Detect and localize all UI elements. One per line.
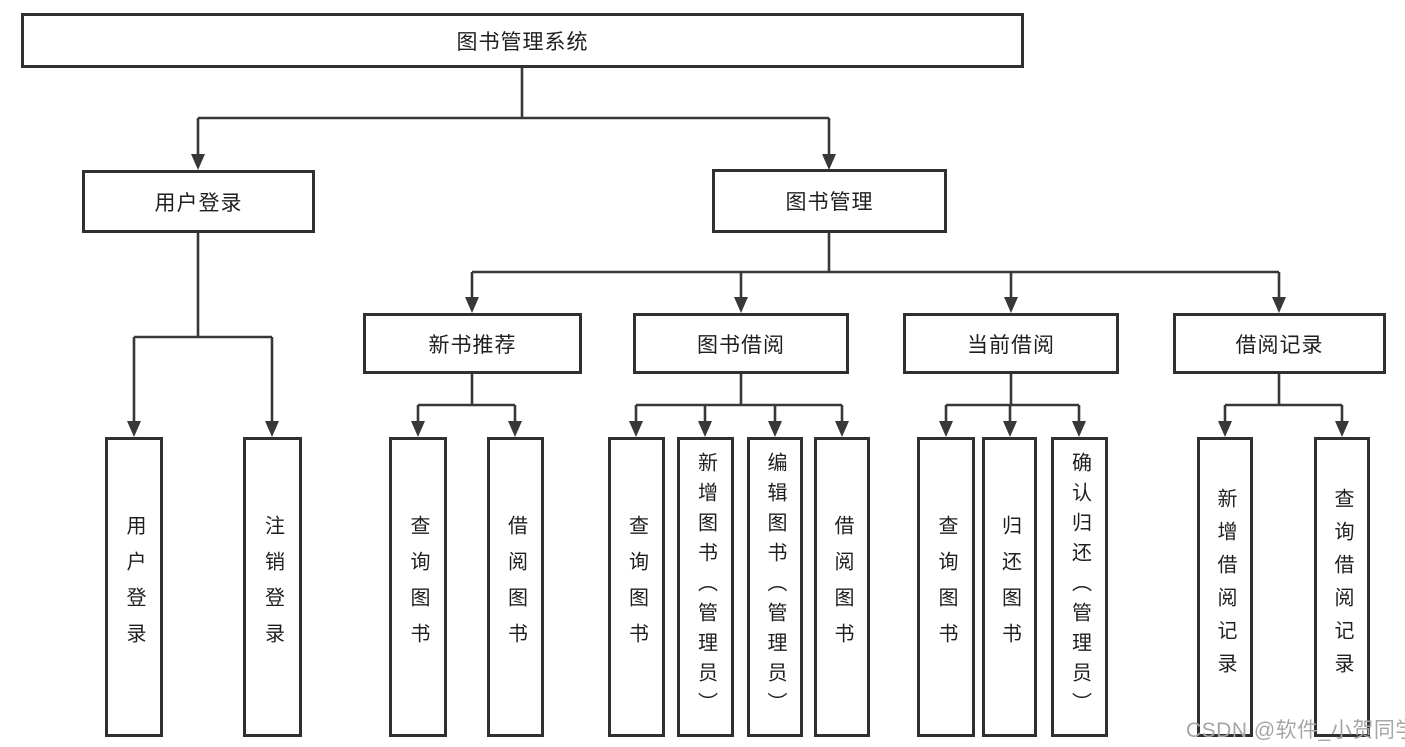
leaf-label: 新增借阅记录: [1214, 488, 1236, 686]
leaf-label: 注销登录: [261, 515, 284, 659]
leaf-search-borrow-record: 查询借阅记录: [1314, 437, 1370, 737]
leaf-confirm-return-admin: 确认归还（管理员）: [1051, 437, 1108, 737]
leaf-return-books: 归还图书: [982, 437, 1037, 737]
leaf-label: 新增图书（管理员）: [694, 452, 717, 722]
node-label: 图书借阅: [697, 333, 785, 357]
leaf-edit-books-admin: 编辑图书（管理员）: [747, 437, 803, 737]
node-library-management-system: 图书管理系统: [21, 13, 1024, 68]
leaf-label: 编辑图书（管理员）: [764, 452, 786, 722]
leaf-user-login: 用户登录: [105, 437, 163, 737]
node-label: 新书推荐: [428, 333, 517, 357]
leaf-logout: 注销登录: [243, 437, 302, 737]
leaf-borrow-books-2: 借阅图书: [814, 437, 870, 737]
leaf-label: 查询图书: [935, 515, 957, 659]
node-label: 图书管理系统: [456, 30, 589, 54]
node-current-borrowing: 当前借阅: [903, 313, 1119, 374]
leaf-label: 确认归还（管理员）: [1068, 452, 1091, 722]
leaf-label: 查询借阅记录: [1331, 488, 1353, 686]
csdn-watermark: CSDN @软件_小贺同学: [1186, 719, 1405, 742]
leaf-label: 借阅图书: [504, 515, 527, 659]
leaf-add-borrow-record: 新增借阅记录: [1197, 437, 1253, 737]
node-book-management-branch: 图书管理: [712, 169, 947, 233]
leaf-label: 归还图书: [998, 515, 1021, 659]
leaf-label: 用户登录: [123, 515, 145, 659]
node-book-borrowing: 图书借阅: [633, 313, 849, 374]
leaf-add-books-admin: 新增图书（管理员）: [677, 437, 734, 737]
leaf-borrow-books-1: 借阅图书: [487, 437, 544, 737]
node-borrowing-records: 借阅记录: [1173, 313, 1386, 374]
leaf-search-books-3: 查询图书: [917, 437, 975, 737]
node-label: 图书管理: [785, 191, 874, 214]
node-user-login-branch: 用户登录: [82, 170, 315, 233]
leaf-label: 借阅图书: [831, 515, 853, 659]
node-label: 当前借阅: [967, 333, 1055, 357]
leaf-search-books-2: 查询图书: [608, 437, 665, 737]
node-new-book-recommendation: 新书推荐: [363, 313, 582, 374]
leaf-label: 查询图书: [625, 515, 648, 659]
leaf-search-books-1: 查询图书: [389, 437, 447, 737]
leaf-label: 查询图书: [407, 515, 429, 659]
node-label: 用户登录: [154, 191, 243, 215]
node-label: 借阅记录: [1235, 333, 1324, 357]
